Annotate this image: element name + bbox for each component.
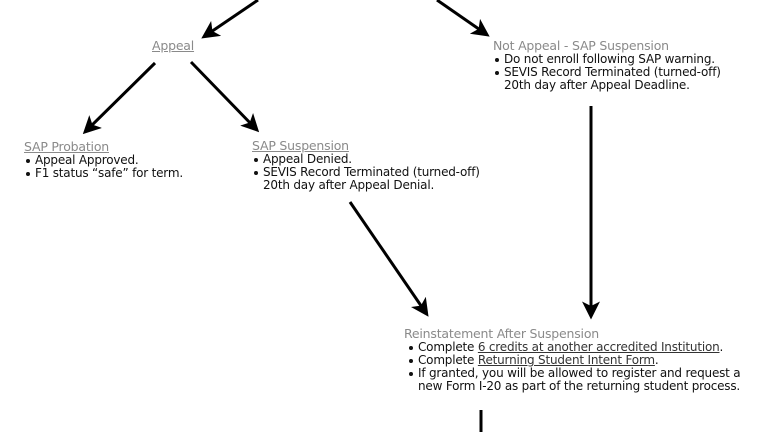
sap-suspension-bullets: Appeal Denied. SEVIS Record Terminated (…	[252, 153, 480, 192]
reinstatement-bullets: Complete 6 credits at another accredited…	[407, 341, 741, 393]
bullet-text: new Form I-20 as part of the returning s…	[418, 379, 741, 393]
bullet-item: SEVIS Record Terminated (turned-off) 20t…	[493, 66, 721, 92]
arrow-suspension-to-reinstatement	[348, 201, 429, 317]
node-sap-suspension: SAP Suspension Appeal Denied. SEVIS Reco…	[252, 139, 480, 192]
bullet-text: If granted, you will be allowed to regis…	[418, 366, 741, 380]
bullet-text: Complete	[418, 353, 478, 367]
credits-link[interactable]: 6 credits at another accredited Institut…	[477, 340, 720, 354]
arrow-to-not-appeal	[436, 0, 490, 37]
node-sap-probation: SAP Probation Appeal Approved. F1 status…	[24, 140, 183, 180]
bullet-text: SEVIS Record Terminated (turned-off)	[263, 165, 480, 179]
returning-student-intent-form-link[interactable]: Returning Student Intent Form	[477, 353, 655, 367]
node-appeal: Appeal	[152, 39, 194, 53]
bullet-item: Complete 6 credits at another accredited…	[407, 341, 740, 354]
bullet-text: .	[654, 353, 659, 367]
not-appeal-bullets: Do not enroll following SAP warning. SEV…	[493, 53, 721, 92]
arrow-appeal-to-probation	[82, 61, 157, 135]
arrow-appeal-to-suspension	[189, 60, 260, 133]
bullet-text: Complete	[418, 340, 478, 354]
node-reinstatement: Reinstatement After Suspension Complete …	[404, 326, 741, 393]
sap-probation-title-link[interactable]: SAP Probation	[24, 139, 109, 154]
not-appeal-title: Not Appeal - SAP Suspension	[493, 38, 669, 53]
bullet-item: Appeal Approved.	[24, 154, 183, 167]
bullet-item: F1 status “safe” for term.	[24, 167, 183, 180]
arrow-to-appeal	[201, 0, 259, 39]
bullet-item: SEVIS Record Terminated (turned-off) 20t…	[252, 166, 480, 192]
appeal-title-link[interactable]: Appeal	[152, 38, 195, 53]
bullet-text: Appeal Denied.	[263, 152, 352, 166]
sap-probation-bullets: Appeal Approved. F1 status “safe” for te…	[24, 154, 183, 180]
bullet-item: Appeal Denied.	[252, 153, 480, 166]
bullet-text: .	[719, 340, 724, 354]
bullet-text: F1 status “safe” for term.	[35, 166, 183, 180]
bullet-item: Complete Returning Student Intent Form.	[407, 354, 740, 367]
bullet-text: 20th day after Appeal Denial.	[263, 178, 435, 192]
bullet-item: If granted, you will be allowed to regis…	[407, 366, 741, 393]
bullet-text: SEVIS Record Terminated (turned-off)	[504, 65, 721, 79]
bullet-text: Appeal Approved.	[35, 153, 139, 167]
bullet-text: 20th day after Appeal Deadline.	[504, 78, 690, 92]
bullet-text: Do not enroll following SAP warning.	[504, 52, 715, 66]
bullet-item: Do not enroll following SAP warning.	[493, 53, 721, 66]
node-not-appeal: Not Appeal - SAP Suspension Do not enrol…	[493, 39, 721, 92]
sap-suspension-title-link[interactable]: SAP Suspension	[252, 138, 349, 153]
reinstatement-title: Reinstatement After Suspension	[404, 326, 600, 341]
